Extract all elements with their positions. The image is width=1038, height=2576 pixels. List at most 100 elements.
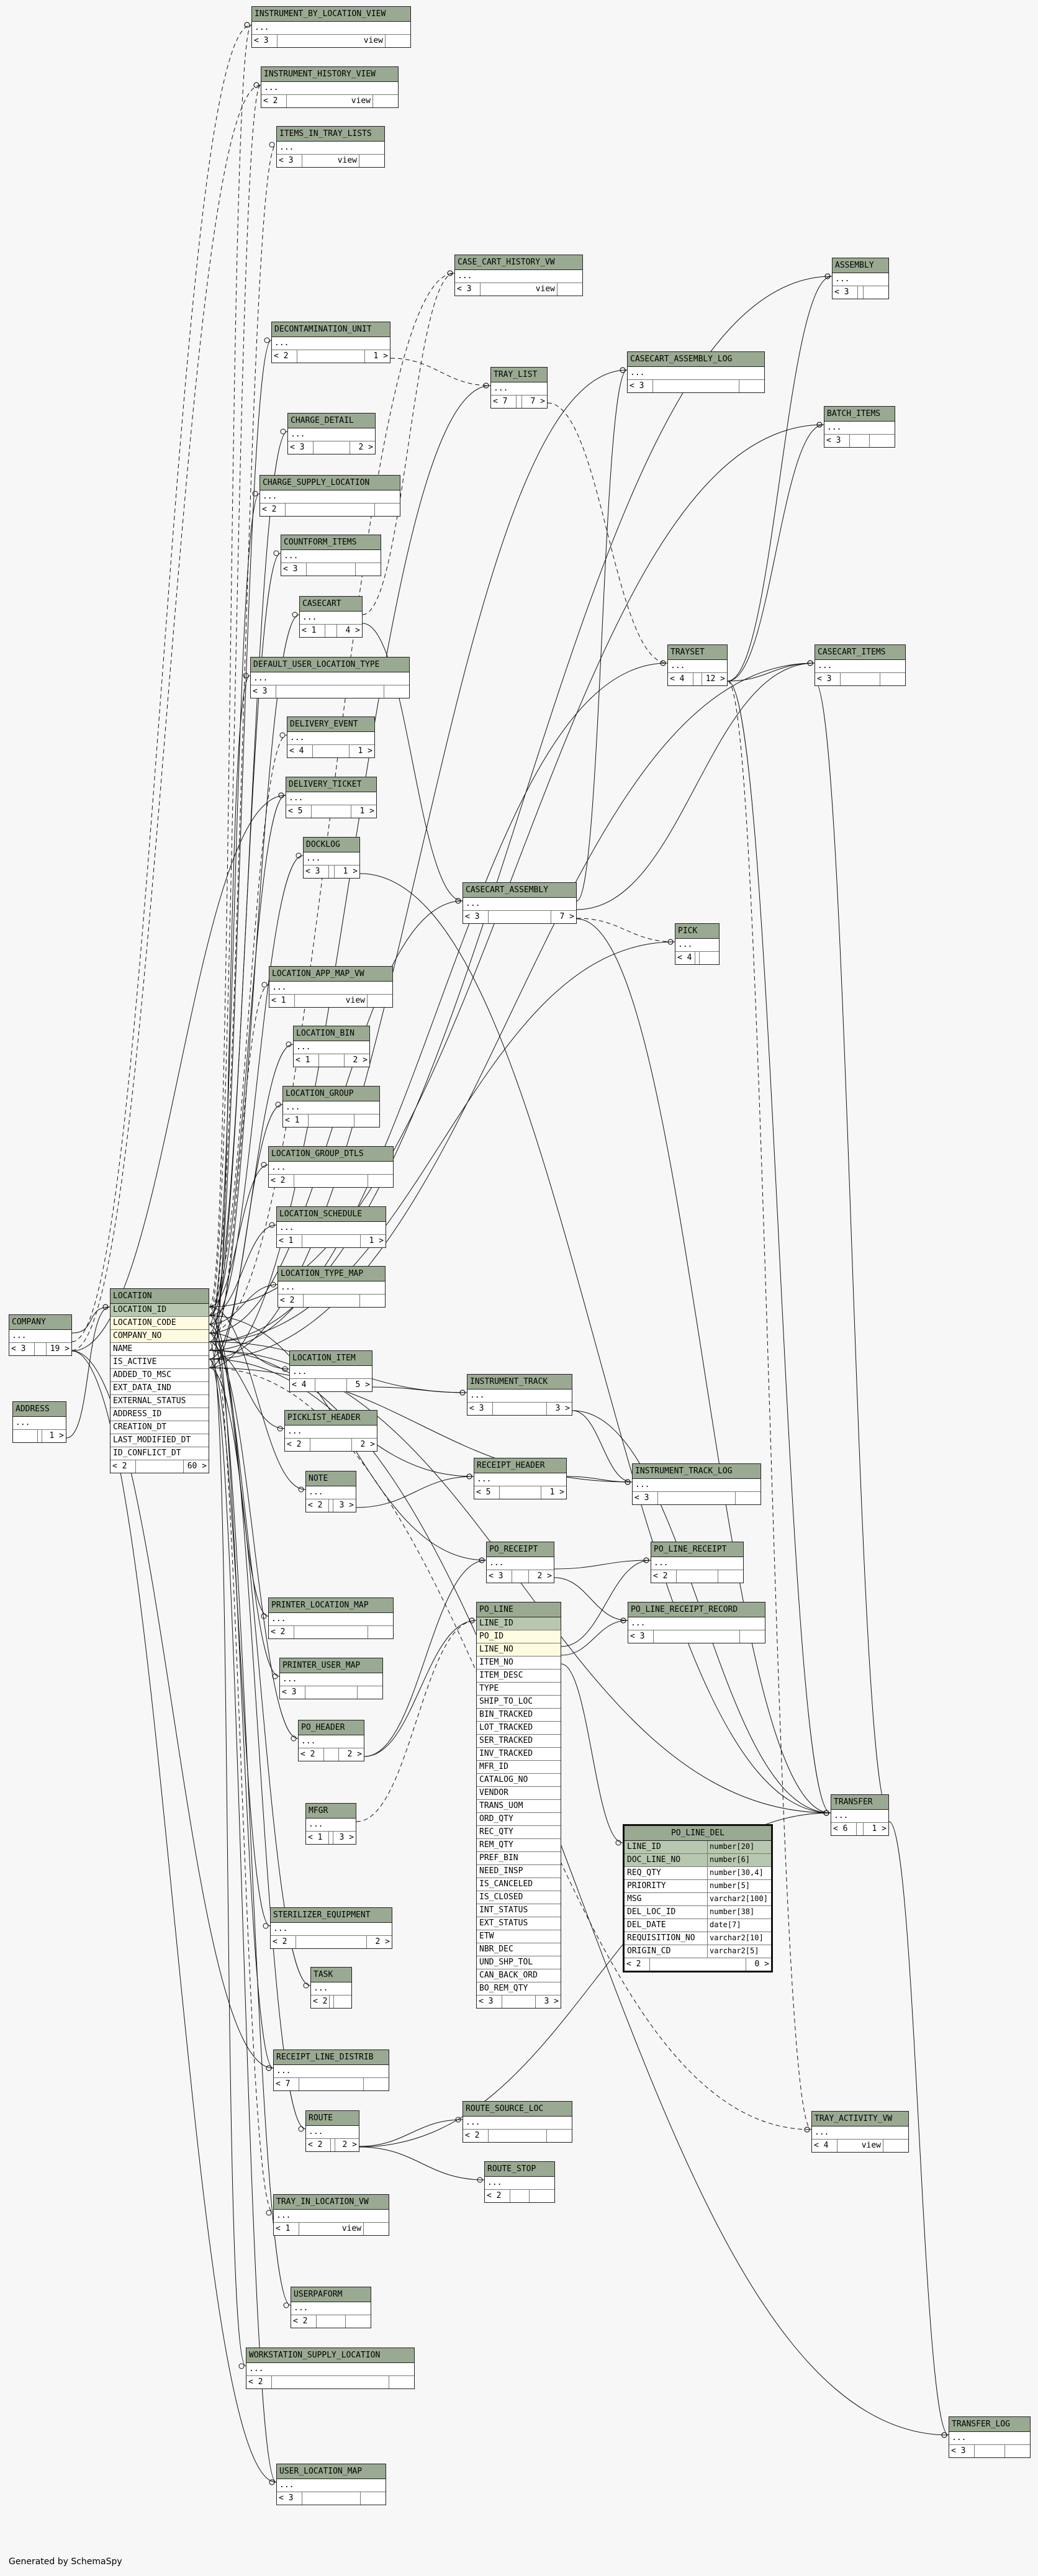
table-title[interactable]: CASECART: [300, 597, 362, 612]
table-title[interactable]: LOCATION_TYPE_MAP: [278, 1267, 385, 1281]
table-batch-items[interactable]: BATCH_ITEMS...< 3: [824, 406, 895, 448]
table-title[interactable]: CHARGE_DETAIL: [288, 414, 375, 428]
table-title[interactable]: ITEMS_IN_TRAY_LISTS: [277, 127, 384, 142]
table-transfer-log[interactable]: TRANSFER_LOG...< 3: [949, 2416, 1031, 2458]
table-casecart-items[interactable]: CASECART_ITEMS...< 3: [815, 644, 906, 686]
table-userpaform[interactable]: USERPAFORM...< 2: [291, 2287, 371, 2328]
table-task[interactable]: TASK...< 2: [310, 1967, 352, 2009]
table-title[interactable]: ASSEMBLY: [833, 258, 888, 273]
table-title[interactable]: DECONTAMINATION_UNIT: [272, 322, 390, 337]
table-workstation-supply-location[interactable]: WORKSTATION_SUPPLY_LOCATION...< 2: [246, 2348, 415, 2389]
table-title[interactable]: CASECART_ASSEMBLY_LOG: [628, 352, 764, 367]
table-title[interactable]: COUNTFORM_ITEMS: [281, 535, 381, 550]
table-route-source-loc[interactable]: ROUTE_SOURCE_LOC...< 2: [463, 2101, 572, 2143]
table-title[interactable]: DELIVERY_TICKET: [286, 777, 376, 792]
table-title[interactable]: LOCATION_ITEM: [290, 1351, 372, 1366]
table-assembly[interactable]: ASSEMBLY...< 3: [832, 258, 889, 299]
table-title[interactable]: CASECART_ITEMS: [815, 645, 905, 660]
table-user-location-map[interactable]: USER_LOCATION_MAP...< 3: [276, 2464, 386, 2505]
table-title[interactable]: ROUTE_STOP: [485, 2162, 554, 2177]
table-title[interactable]: INSTRUMENT_TRACK_LOG: [633, 1464, 760, 1479]
table-title[interactable]: PICK: [675, 924, 719, 939]
table-printer-location-map[interactable]: PRINTER_LOCATION_MAP...< 2: [268, 1598, 394, 1639]
table-title[interactable]: TRAY_LIST: [491, 368, 547, 382]
table-pick[interactable]: PICK...< 4: [675, 923, 720, 965]
table-title[interactable]: TRAYSET: [668, 645, 727, 660]
table-default-user-location-type[interactable]: DEFAULT_USER_LOCATION_TYPE...< 3: [250, 657, 410, 698]
table-po-line-receipt[interactable]: PO_LINE_RECEIPT...< 2: [651, 1542, 744, 1583]
table-title[interactable]: PO_RECEIPT: [487, 1542, 554, 1557]
table-title[interactable]: PICKLIST_HEADER: [285, 1411, 377, 1426]
table-title[interactable]: CASECART_ASSEMBLY: [463, 883, 576, 898]
table-charge-supply-location[interactable]: CHARGE_SUPPLY_LOCATION...< 2: [260, 475, 400, 517]
table-title[interactable]: USER_LOCATION_MAP: [277, 2464, 386, 2479]
table-title[interactable]: PRINTER_LOCATION_MAP: [269, 1598, 393, 1613]
table-title[interactable]: ROUTE_SOURCE_LOC: [463, 2102, 572, 2117]
table-location-group[interactable]: LOCATION_GROUP...< 1: [282, 1086, 380, 1128]
table-title[interactable]: PO_LINE_RECEIPT_RECORD: [628, 1602, 765, 1617]
table-title[interactable]: INSTRUMENT_HISTORY_VIEW: [261, 67, 398, 82]
table-title[interactable]: LOCATION_APP_MAP_VW: [269, 967, 392, 982]
table-title[interactable]: PO_LINE_DEL: [625, 1826, 771, 1841]
table-title[interactable]: DEFAULT_USER_LOCATION_TYPE: [251, 658, 409, 672]
table-title[interactable]: ADDRESS: [13, 1402, 66, 1417]
table-title[interactable]: TRANSFER_LOG: [949, 2417, 1030, 2432]
table-title[interactable]: RECEIPT_HEADER: [474, 1458, 566, 1473]
table-receipt-line-distrib[interactable]: RECEIPT_LINE_DISTRIB...< 7: [273, 2050, 389, 2091]
table-title[interactable]: PO_LINE_RECEIPT: [651, 1542, 743, 1557]
table-title[interactable]: ROUTE: [306, 2111, 359, 2126]
table-title[interactable]: DOCKLOG: [304, 838, 359, 852]
table-title[interactable]: WORKSTATION_SUPPLY_LOCATION: [246, 2348, 414, 2363]
table-title[interactable]: LOCATION_BIN: [294, 1026, 369, 1041]
table-address[interactable]: ADDRESS...1 >: [12, 1401, 66, 1443]
table-title[interactable]: LOCATION: [111, 1289, 209, 1304]
table-title[interactable]: STERILIZER_EQUIPMENT: [271, 1908, 392, 1923]
table-countform-items[interactable]: COUNTFORM_ITEMS...< 3: [281, 535, 381, 576]
table-title[interactable]: TRANSFER: [831, 1795, 888, 1810]
table-title[interactable]: INSTRUMENT_TRACK: [467, 1375, 572, 1390]
table-location-group-dtls[interactable]: LOCATION_GROUP_DTLS...< 2: [268, 1146, 394, 1188]
table-title[interactable]: LOCATION_SCHEDULE: [277, 1207, 386, 1222]
table-location-type-map[interactable]: LOCATION_TYPE_MAP...< 2: [278, 1266, 386, 1308]
table-po-line-receipt-record[interactable]: PO_LINE_RECEIPT_RECORD...< 3: [628, 1602, 765, 1643]
table-title[interactable]: RECEIPT_LINE_DISTRIB: [274, 2050, 389, 2065]
table-route-stop[interactable]: ROUTE_STOP...< 2: [484, 2161, 555, 2203]
table-instrument-track-log[interactable]: INSTRUMENT_TRACK_LOG...< 3: [632, 1463, 761, 1505]
table-title[interactable]: INSTRUMENT_BY_LOCATION_VIEW: [252, 7, 410, 22]
table-title[interactable]: PRINTER_USER_MAP: [280, 1658, 382, 1673]
table-title[interactable]: TRAY_ACTIVITY_VW: [812, 2112, 908, 2126]
table-title[interactable]: CHARGE_SUPPLY_LOCATION: [260, 476, 400, 490]
table-title[interactable]: BATCH_ITEMS: [824, 407, 895, 422]
table-title[interactable]: LOCATION_GROUP: [283, 1087, 379, 1101]
table-title[interactable]: PO_LINE: [477, 1602, 561, 1617]
